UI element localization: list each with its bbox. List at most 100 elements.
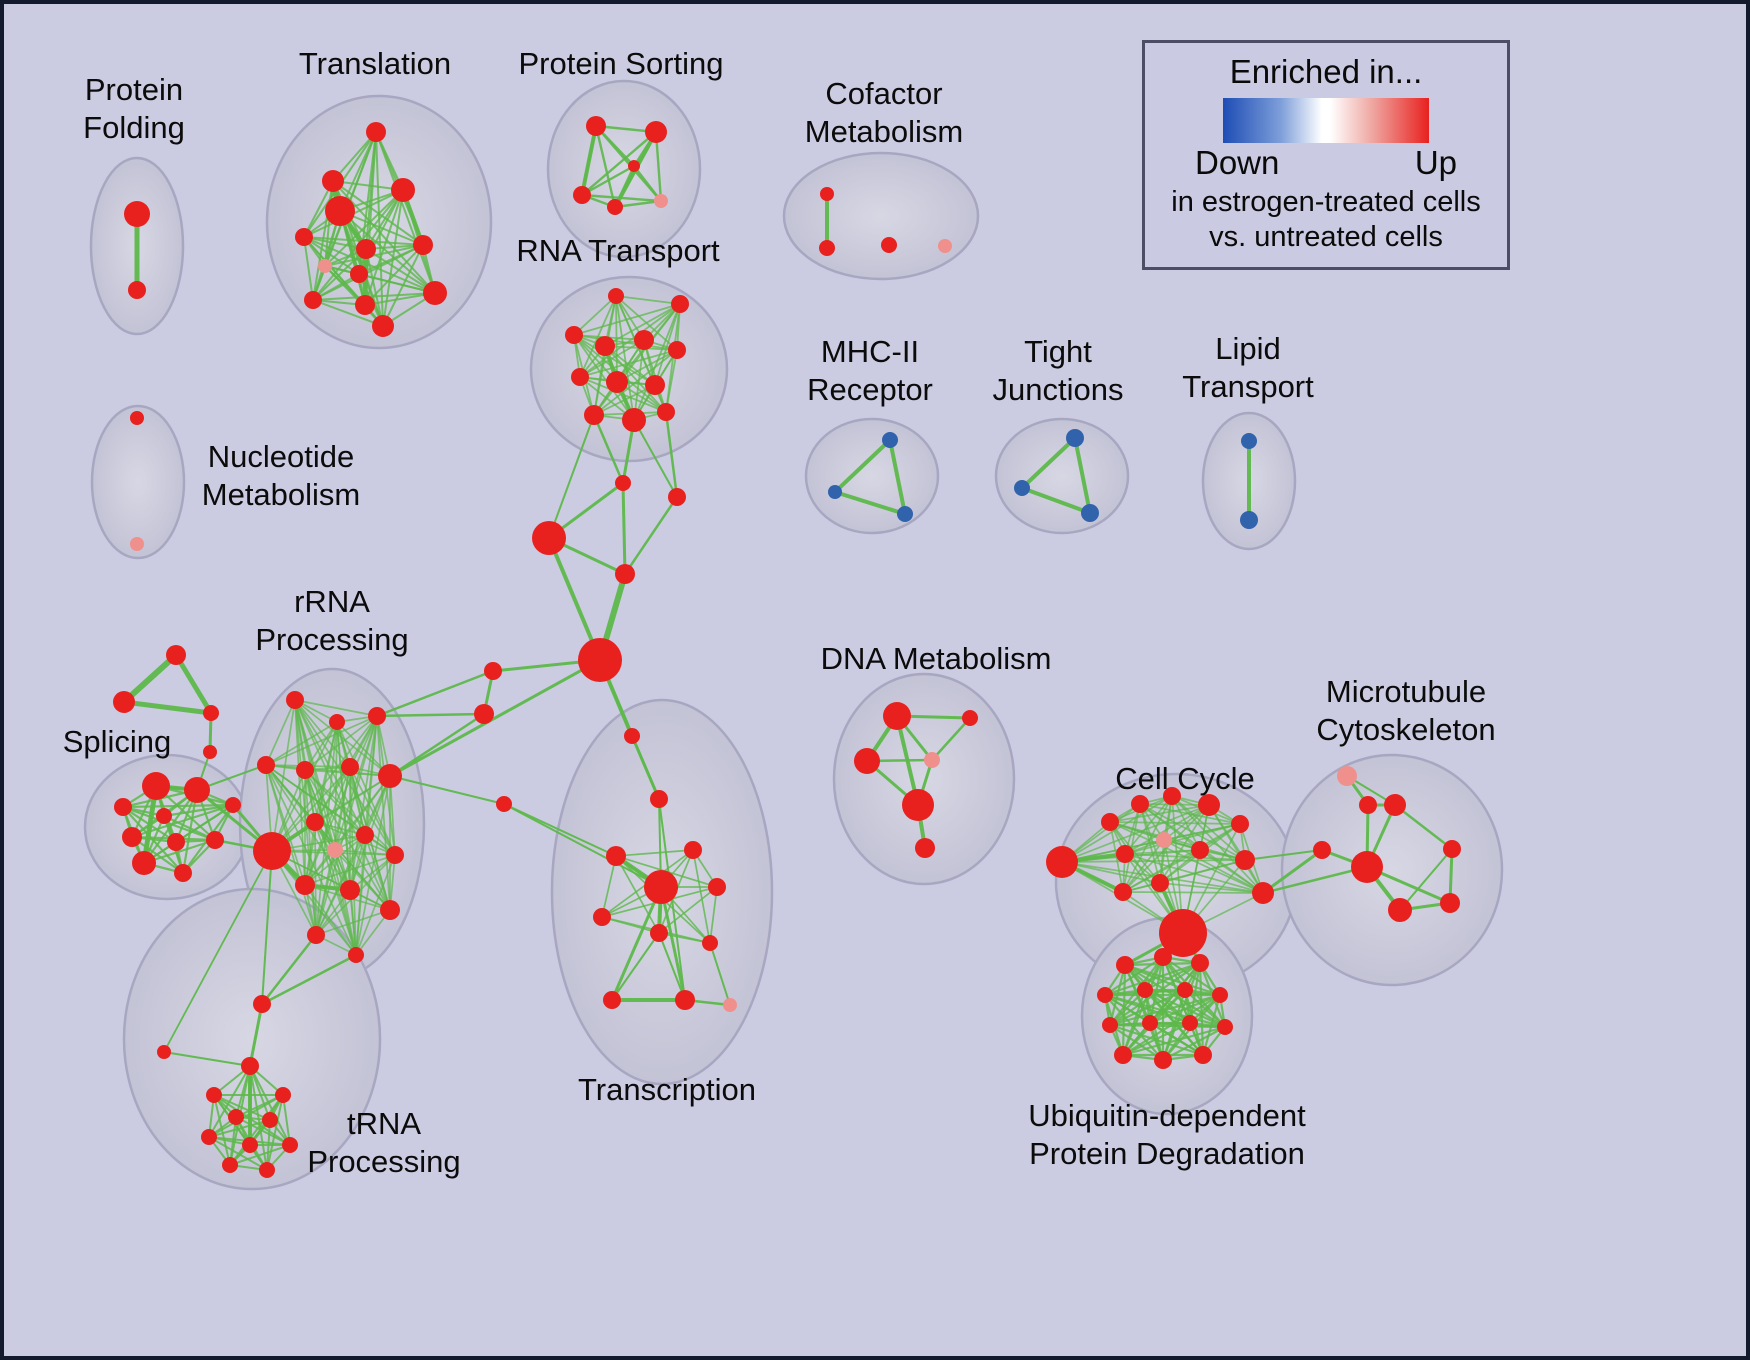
- network-edge: [375, 712, 486, 718]
- network-edge: [388, 658, 602, 778]
- network-node-pf2: [128, 281, 146, 299]
- network-edge: [312, 248, 367, 301]
- network-node-hb7: [474, 704, 494, 724]
- network-edge: [1171, 795, 1264, 894]
- network-edge: [265, 721, 338, 766]
- network-edge: [375, 669, 495, 718]
- network-node-ps3: [573, 186, 591, 204]
- cluster-ellipse-cofactor-metabolism: [782, 151, 980, 281]
- network-node-tl8: [318, 259, 332, 273]
- cluster-label-protein-sorting: Protein Sorting: [518, 46, 723, 81]
- network-edge: [615, 855, 660, 934]
- network-node-cc14: [1159, 909, 1207, 957]
- legend-subtitle-line1: in estrogen-treated cells: [1171, 186, 1481, 218]
- network-node-ps2: [645, 121, 667, 143]
- network-node-dm4: [924, 752, 940, 768]
- network-edge: [654, 130, 663, 203]
- network-node-cf4: [938, 239, 952, 253]
- network-edge: [1393, 803, 1454, 851]
- network-edge: [388, 712, 486, 778]
- network-edge: [208, 1094, 284, 1138]
- network-node-ub10: [1182, 1015, 1198, 1031]
- network-edge: [260, 933, 318, 1006]
- network-edge: [121, 805, 217, 842]
- network-node-hb2: [668, 488, 686, 506]
- network-edge: [304, 854, 396, 886]
- network-edge: [1061, 803, 1141, 863]
- network-edge: [332, 180, 436, 294]
- network-node-ps5: [654, 194, 668, 208]
- network-node-tc3: [606, 846, 626, 866]
- network-node-tg1: [166, 645, 186, 665]
- network-edge: [358, 273, 436, 294]
- network-node-dm1: [883, 702, 911, 730]
- network-edge: [304, 715, 378, 771]
- network-node-rt2: [671, 295, 689, 313]
- network-node-rr10: [327, 842, 343, 858]
- network-edge: [249, 1065, 291, 1146]
- network-node-cc11: [1114, 883, 1132, 901]
- network-edge: [389, 775, 505, 805]
- network-node-cc1: [1046, 846, 1078, 878]
- network-node-rr11: [356, 826, 374, 844]
- network-node-ub4: [1097, 987, 1113, 1003]
- network-edge: [1122, 891, 1264, 894]
- network-node-ps4: [607, 199, 623, 215]
- network-edge: [1163, 823, 1241, 841]
- network-node-tn2: [157, 1045, 171, 1059]
- network-edge: [654, 303, 681, 386]
- network-edge: [314, 821, 396, 856]
- network-edge: [271, 766, 351, 852]
- cluster-ellipse-dna-metabolism: [832, 672, 1016, 886]
- network-edge: [173, 652, 214, 716]
- network-edge: [709, 886, 718, 944]
- network-node-tn5: [275, 1087, 291, 1103]
- network-node-tj1: [1066, 429, 1084, 447]
- network-edge: [615, 295, 681, 305]
- network-node-rr1: [286, 691, 304, 709]
- network-node-tl5: [295, 228, 313, 246]
- network-node-rt7: [571, 368, 589, 386]
- network-edge: [294, 699, 306, 886]
- network-node-ub2: [1154, 948, 1172, 966]
- network-edge: [304, 884, 357, 956]
- network-node-mc3: [1384, 794, 1406, 816]
- network-node-tl1: [366, 122, 386, 142]
- network-node-sp10: [174, 864, 192, 882]
- network-node-hb3: [532, 521, 566, 555]
- network-edge: [315, 715, 378, 936]
- network-node-ub9: [1142, 1015, 1158, 1031]
- network-edge: [632, 164, 663, 203]
- network-node-dm6: [915, 838, 935, 858]
- network-edge: [1159, 804, 1210, 884]
- cluster-ellipse-tight-junctions: [994, 417, 1130, 535]
- network-edge: [1159, 859, 1246, 884]
- cluster-ellipse-protein-sorting: [546, 79, 702, 259]
- network-edge: [888, 438, 907, 516]
- network-edge: [833, 490, 907, 516]
- network-node-cf1: [820, 187, 834, 201]
- cluster-label-translation: Translation: [299, 46, 451, 81]
- legend-title: Enriched in...: [1229, 53, 1423, 90]
- network-node-mc4: [1313, 841, 1331, 859]
- network-node-rr6: [341, 758, 359, 776]
- network-node-rr5: [296, 761, 314, 779]
- network-edge: [1122, 795, 1173, 893]
- network-node-mh3: [897, 506, 913, 522]
- network-edge: [658, 932, 686, 1001]
- network-edge: [1108, 988, 1147, 1027]
- network-edge: [304, 834, 366, 886]
- network-edge: [315, 834, 366, 936]
- network-edge: [579, 349, 678, 378]
- network-edge: [208, 1136, 268, 1171]
- network-node-tn6: [228, 1109, 244, 1125]
- network-edge: [294, 699, 396, 856]
- network-edge: [1124, 853, 1246, 861]
- network-edge: [365, 248, 384, 327]
- network-edge: [664, 410, 679, 499]
- network-node-cc8: [1156, 832, 1172, 848]
- network-node-tl9: [350, 265, 368, 283]
- network-node-mc1: [1337, 766, 1357, 786]
